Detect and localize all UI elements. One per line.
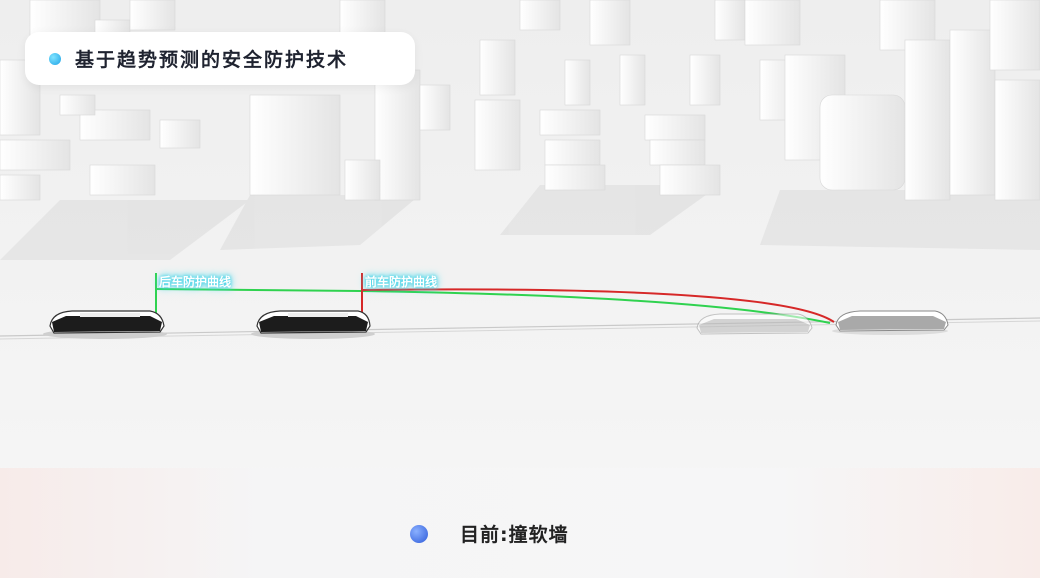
- page-title: 基于趋势预测的安全防护技术: [75, 49, 349, 71]
- title-bullet-icon: [49, 52, 61, 65]
- status-dot-icon: [410, 524, 428, 543]
- rear-train: [43, 310, 167, 339]
- rear-curve-label: 后车防护曲线: [159, 275, 232, 289]
- front-train: [832, 310, 949, 335]
- ghost-train: [696, 313, 813, 335]
- status-indicator: 目前:撞软墙: [410, 520, 569, 547]
- bottom-status-bar: [0, 468, 1040, 578]
- middle-train: [251, 310, 375, 339]
- buildings: [0, 0, 1040, 201]
- building-shadows: [0, 185, 1040, 260]
- front-curve-label: 前车防护曲线: [365, 275, 438, 289]
- title-card: 基于趋势预测的安全防护技术: [25, 32, 415, 85]
- status-text: 目前:撞软墙: [460, 524, 569, 546]
